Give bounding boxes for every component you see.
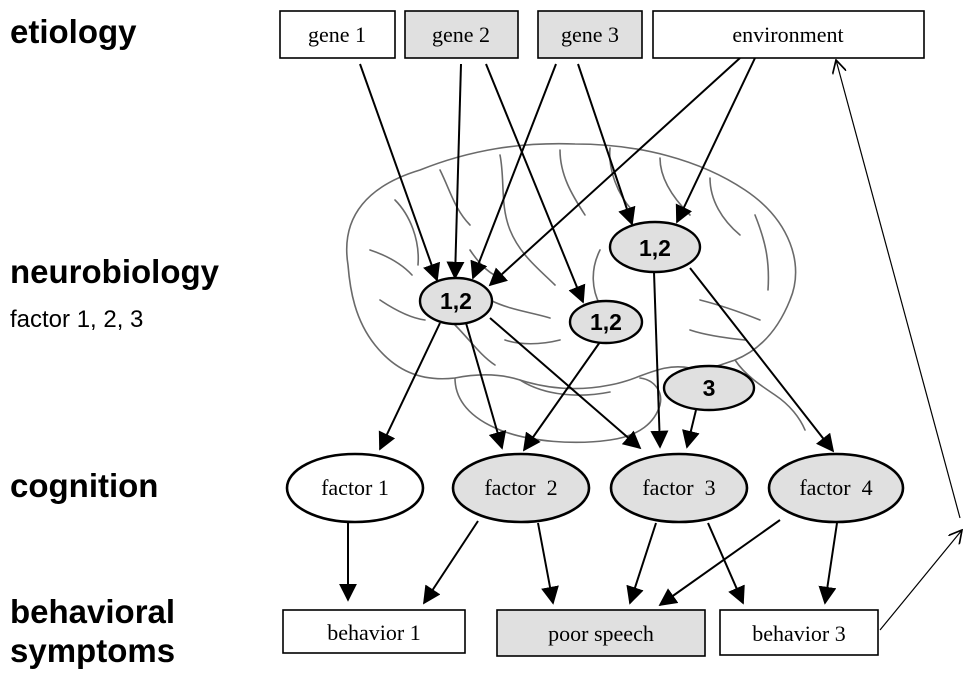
arrows (339, 57, 962, 631)
factor-3-node: factor 3 (609, 452, 749, 524)
factor-2-node: factor 2 (451, 452, 591, 524)
box-behavior-1-label: behavior 1 (327, 620, 420, 645)
level-label-behavioral: behavioral (10, 593, 176, 630)
box-behavior-3-label: behavior 3 (752, 621, 845, 646)
arrow-region3-factor4 (689, 267, 835, 453)
region-node-upper-right-label: 1,2 (639, 235, 671, 261)
box-gene-2: gene 2 (404, 10, 519, 59)
factor-3-label: factor 3 (642, 475, 715, 500)
box-poor-speech-label: poor speech (548, 621, 654, 646)
arrow-gene3-region3 (577, 63, 636, 226)
arrow-factor2-poorspeech (537, 522, 559, 605)
arrow-gene2-region2 (485, 63, 586, 304)
arrow-behavior3-feedback (879, 530, 962, 631)
region-node-middle: 1,2 (568, 299, 644, 345)
region-node-middle-label: 1,2 (590, 309, 622, 335)
box-gene-2-label: gene 2 (432, 22, 490, 47)
level-label-neurobiology: neurobiology (10, 253, 219, 290)
arrow-region1-factor1 (378, 322, 441, 451)
etiology-boxes: gene 1 gene 2 gene 3 environment (279, 10, 925, 59)
factor-1-node: factor 1 (285, 452, 425, 524)
region-node-left: 1,2 (418, 276, 494, 326)
level-sublabel-neurobiology: factor 1, 2, 3 (10, 306, 144, 333)
region-node-3-label: 3 (703, 375, 716, 401)
arrow-gene1-region1 (359, 63, 441, 282)
arrow-gene3-region1 (470, 63, 557, 280)
behavior-boxes: behavior 1 poor speech behavior 3 (282, 609, 879, 657)
arrow-region1-factor3 (489, 317, 642, 450)
arrow-feedback-environment (836, 60, 961, 519)
box-behavior-1: behavior 1 (282, 609, 466, 654)
level-label-symptoms: symptoms (10, 632, 176, 669)
level-label-etiology: etiology (10, 13, 137, 50)
arrow-factor4-behavior3 (818, 522, 838, 605)
factor-4-label: factor 4 (799, 475, 872, 500)
arrow-factor3-behavior3 (707, 522, 745, 605)
level-label-cognition: cognition (10, 467, 159, 504)
box-poor-speech: poor speech (496, 609, 706, 657)
box-environment: environment (652, 10, 925, 59)
arrow-factor3-poorspeech (626, 522, 657, 605)
box-gene-1: gene 1 (279, 10, 396, 59)
arrow-environment-region3 (675, 57, 756, 224)
box-behavior-3: behavior 3 (719, 609, 879, 656)
arrow-region2-factor2 (522, 341, 601, 452)
region-node-left-label: 1,2 (440, 288, 472, 314)
box-gene-1-label: gene 1 (308, 22, 366, 47)
box-gene-3: gene 3 (537, 10, 643, 59)
box-environment-label: environment (732, 22, 843, 47)
region-node-3: 3 (662, 364, 756, 412)
factor-4-node: factor 4 (767, 452, 905, 524)
cognition-factors: factor 1 factor 2 factor 3 factor 4 (285, 452, 905, 524)
factor-1-label: factor 1 (321, 475, 389, 500)
factor-2-label: factor 2 (484, 475, 557, 500)
arrow-factor2-behavior1 (423, 520, 479, 605)
arrow-gene2-region1 (446, 63, 465, 280)
arrow-region1-factor2 (465, 322, 507, 450)
brain-regions: 1,2 1,2 1,2 3 (418, 220, 756, 412)
region-node-upper-right: 1,2 (608, 220, 702, 274)
arrow-region4-factor3 (682, 409, 700, 449)
arrow-factor4-poorspeech (658, 519, 781, 607)
box-gene-3-label: gene 3 (561, 22, 619, 47)
arrow-region3-factor3 (650, 271, 669, 449)
